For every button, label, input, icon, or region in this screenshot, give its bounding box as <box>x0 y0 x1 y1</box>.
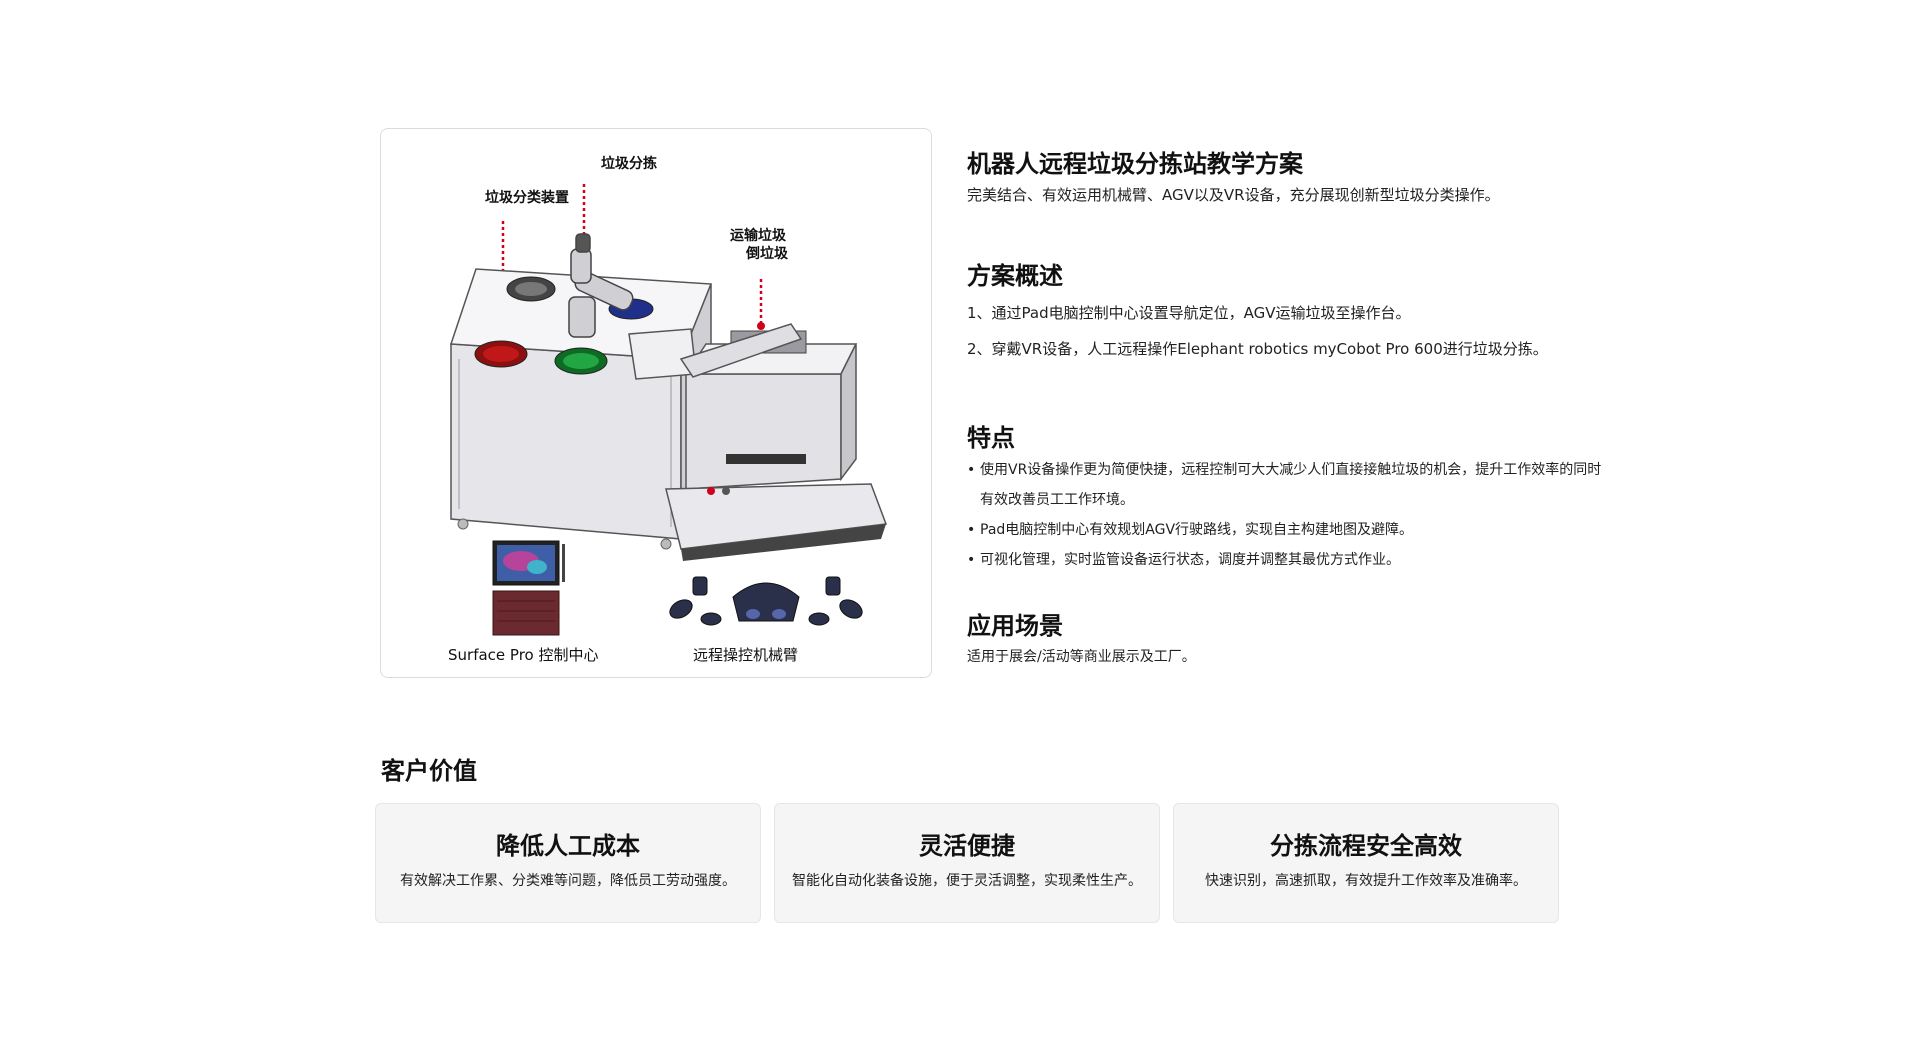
value-card-efficient: 分拣流程安全高效 快速识别，高速抓取，有效提升工作效率及准确率。 <box>1173 803 1559 923</box>
solution-illustration: 垃圾分拣 垃圾分类装置 运输垃圾 倒垃圾 Surface Pro 控制中心 远程… <box>380 128 932 678</box>
caption-vr-control: 远程操控机械臂 <box>693 646 799 664</box>
value-card-desc: 智能化自动化装备设施，便于灵活调整，实现柔性生产。 <box>792 873 1142 889</box>
feature-item: Pad电脑控制中心有效规划AGV行驶路线，实现自主构建地图及避障。 <box>967 515 1607 545</box>
scenario-desc: 适用于展会/活动等商业展示及工厂。 <box>967 649 1196 665</box>
value-card-desc: 快速识别，高速抓取，有效提升工作效率及准确率。 <box>1205 873 1527 889</box>
features-list: 使用VR设备操作更为简便快捷，远程控制可大大减少人们直接接触垃圾的机会，提升工作… <box>967 455 1607 575</box>
sorting-station-drawing <box>449 184 888 636</box>
label-sorting-device: 垃圾分类装置 <box>485 190 569 206</box>
overview-item-1: 1、通过Pad电脑控制中心设置导航定位，AGV运输垃圾至操作台。 <box>967 304 1411 322</box>
solution-intro: 完美结合、有效运用机械臂、AGV以及VR设备，充分展现创新型垃圾分类操作。 <box>967 186 1500 204</box>
value-card-title: 降低人工成本 <box>496 832 640 860</box>
value-card-title: 分拣流程安全高效 <box>1270 832 1462 860</box>
feature-item: 可视化管理，实时监管设备运行状态，调度并调整其最优方式作业。 <box>967 545 1607 575</box>
value-card-title: 灵活便捷 <box>919 832 1015 860</box>
solution-title: 机器人远程垃圾分拣站教学方案 <box>967 150 1303 178</box>
caption-surface-pro: Surface Pro 控制中心 <box>448 646 599 664</box>
feature-item: 使用VR设备操作更为简便快捷，远程控制可大大减少人们直接接触垃圾的机会，提升工作… <box>967 455 1607 515</box>
label-transport-line2: 倒垃圾 <box>746 246 788 262</box>
scenario-title: 应用场景 <box>967 612 1063 640</box>
value-card-flexible: 灵活便捷 智能化自动化装备设施，便于灵活调整，实现柔性生产。 <box>774 803 1160 923</box>
label-transport-line1: 运输垃圾 <box>730 228 786 244</box>
overview-item-2: 2、穿戴VR设备，人工远程操作Elephant robotics myCobot… <box>967 340 1548 358</box>
value-card-desc: 有效解决工作累、分类难等问题，降低员工劳动强度。 <box>400 873 736 889</box>
customer-value-title: 客户价值 <box>381 757 477 785</box>
overview-title: 方案概述 <box>967 262 1063 290</box>
features-title: 特点 <box>967 424 1015 452</box>
label-garbage-sorting: 垃圾分拣 <box>601 156 657 172</box>
value-card-cost: 降低人工成本 有效解决工作累、分类难等问题，降低员工劳动强度。 <box>375 803 761 923</box>
